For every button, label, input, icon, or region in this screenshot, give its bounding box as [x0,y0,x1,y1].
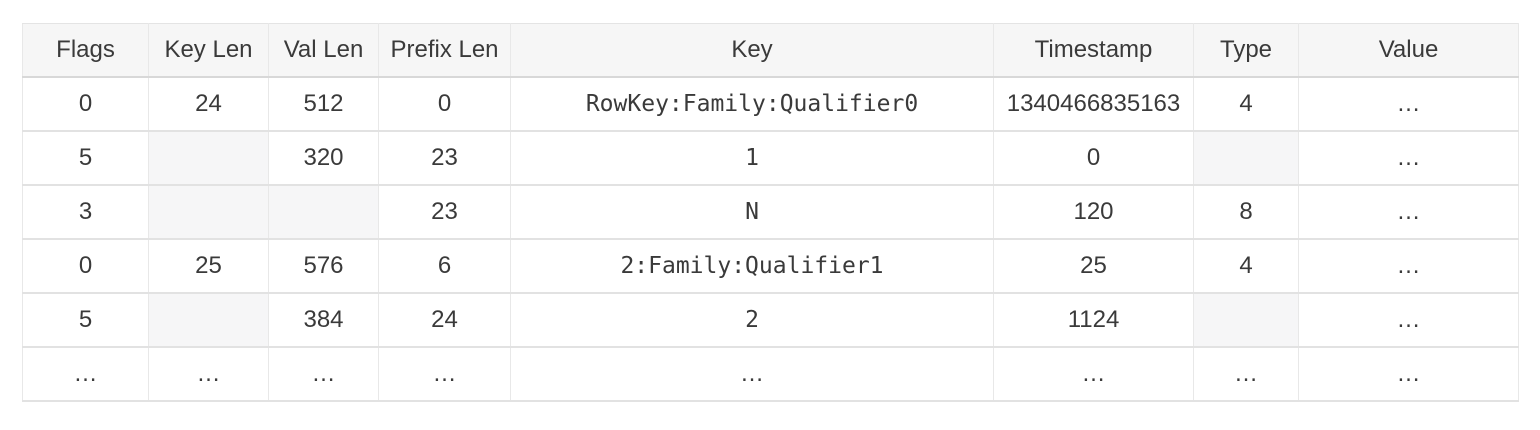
cell-value-row-1: … [1298,130,1519,186]
cell-timestamp-row-0: 1340466835163 [993,76,1194,132]
cell-flags-row-5: … [22,346,149,402]
cell-key-len-row-0: 24 [148,76,269,132]
cell-val-len-row-2 [268,184,379,240]
cell-key-len-row-2 [148,184,269,240]
cell-key-row-3: 2:Family:Qualifier1 [510,238,994,294]
cell-timestamp-row-4: 1124 [993,292,1194,348]
cell-key-len-row-1 [148,130,269,186]
cell-flags-row-3: 0 [22,238,149,294]
cell-val-len-row-4: 384 [268,292,379,348]
cell-timestamp-row-5: … [993,346,1194,402]
cell-value-row-5: … [1298,346,1519,402]
cell-type-row-1 [1193,130,1299,186]
cell-val-len-row-1: 320 [268,130,379,186]
cell-key-row-2: N [510,184,994,240]
cell-flags-row-2: 3 [22,184,149,240]
cell-type-row-0: 4 [1193,76,1299,132]
cell-value-row-3: … [1298,238,1519,294]
cell-flags-row-4: 5 [22,292,149,348]
cell-prefix-len-row-2: 23 [378,184,511,240]
cell-timestamp-row-3: 25 [993,238,1194,294]
cell-val-len-row-5: … [268,346,379,402]
column-header-key: Key [510,23,994,78]
cell-prefix-len-row-4: 24 [378,292,511,348]
cell-value-row-2: … [1298,184,1519,240]
cell-value-row-4: … [1298,292,1519,348]
column-header-value: Value [1298,23,1519,78]
cell-val-len-row-0: 512 [268,76,379,132]
cell-key-row-5: … [510,346,994,402]
cell-key-row-1: 1 [510,130,994,186]
cell-key-len-row-4 [148,292,269,348]
cell-prefix-len-row-0: 0 [378,76,511,132]
column-header-timestamp: Timestamp [993,23,1194,78]
cell-flags-row-1: 5 [22,130,149,186]
table-row-5: …………………… [22,346,1519,402]
cell-key-len-row-3: 25 [148,238,269,294]
cell-key-len-row-5: … [148,346,269,402]
column-header-key-len: Key Len [148,23,269,78]
column-header-val-len: Val Len [268,23,379,78]
cell-flags-row-0: 0 [22,76,149,132]
cell-timestamp-row-2: 120 [993,184,1194,240]
column-header-prefix-len: Prefix Len [378,23,511,78]
cell-val-len-row-3: 576 [268,238,379,294]
cell-type-row-2: 8 [1193,184,1299,240]
cell-prefix-len-row-1: 23 [378,130,511,186]
cell-type-row-5: … [1193,346,1299,402]
cell-value-row-0: … [1298,76,1519,132]
cell-type-row-4 [1193,292,1299,348]
cell-type-row-3: 4 [1193,238,1299,294]
cell-prefix-len-row-5: … [378,346,511,402]
cell-prefix-len-row-3: 6 [378,238,511,294]
cell-key-row-4: 2 [510,292,994,348]
column-header-type: Type [1193,23,1299,78]
column-header-flags: Flags [22,23,149,78]
cell-key-row-0: RowKey:Family:Qualifier0 [510,76,994,132]
cell-timestamp-row-1: 0 [993,130,1194,186]
